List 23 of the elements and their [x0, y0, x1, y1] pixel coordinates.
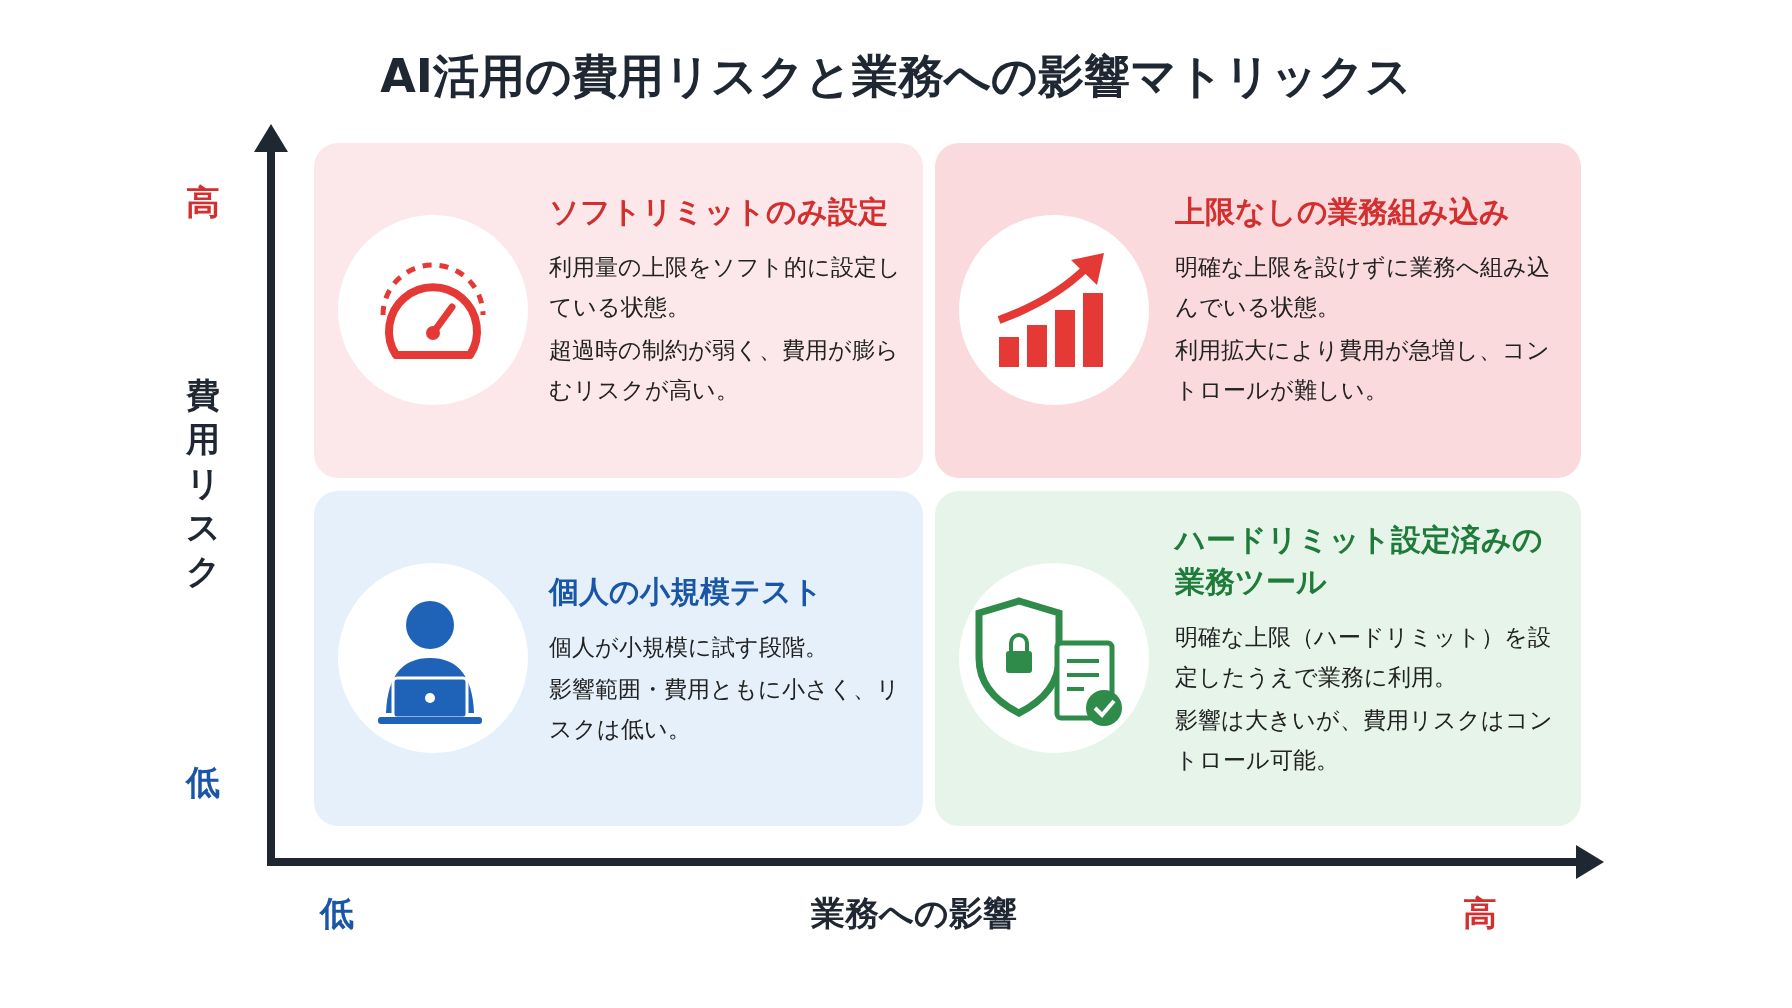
quadrant-card: [935, 143, 1581, 478]
card-description: 利用拡大により費用が急増し、コントロールが難しい。: [1175, 336, 1551, 406]
card-heading: 上限なしの業務組み込み: [1175, 193, 1511, 231]
quadrant-card: [314, 143, 923, 478]
axis-high-label: 高: [1463, 892, 1497, 935]
card-heading: 個人の小規模テスト: [549, 573, 824, 611]
axis-high-label: 高: [186, 181, 220, 224]
card-description: 明確な上限（ハードリミット）を設定したうえで業務に利用。: [1175, 623, 1552, 693]
quadrant-card: [314, 491, 923, 826]
card-description: 影響範囲・費用ともに小さく、リスクは低い。: [549, 675, 901, 745]
chart-title: AI活用の費用リスクと業務への影響マトリックス: [379, 48, 1413, 105]
axis-low-label: 低: [186, 761, 220, 804]
card-heading: ソフトリミットのみ設定: [549, 193, 889, 231]
axis-low-label: 低: [320, 892, 354, 935]
quadrant-card: [935, 491, 1581, 826]
card-description: 個人が小規模に試す段階。: [549, 633, 829, 662]
x-axis-title: 業務への影響: [811, 892, 1017, 935]
card-description: 利用量の上限をソフト的に設定している状態。: [549, 253, 902, 323]
card-heading: ハードリミット設定済みの業務ツール: [1175, 521, 1544, 601]
y-axis-title: 費用リスク: [185, 373, 221, 594]
card-description: 明確な上限を設けずに業務へ組み込んでいる状態。: [1175, 253, 1551, 323]
card-description: 影響は大きいが、費用リスクはコントロール可能。: [1175, 706, 1554, 776]
card-description: 超過時の制約が弱く、費用が膨らむリスクが高い。: [549, 336, 900, 406]
